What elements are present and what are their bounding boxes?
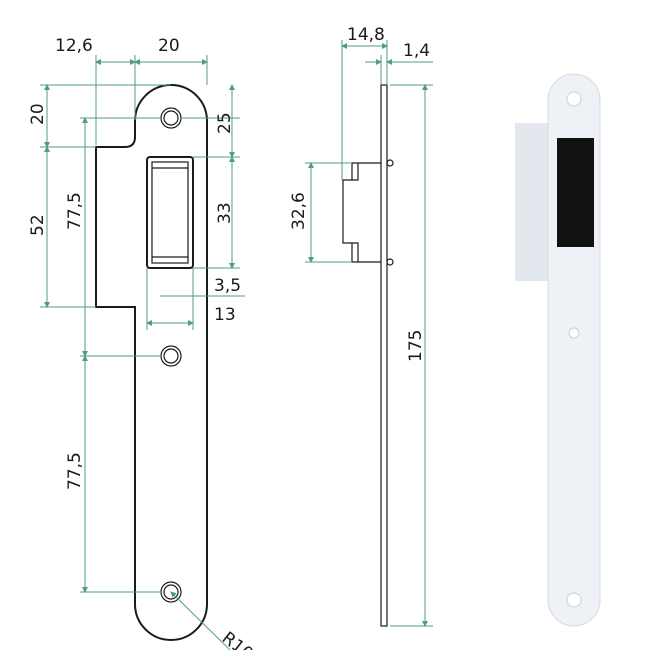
dim-hole-spacing-lower: 77,5: [65, 452, 85, 490]
dim-notch-height: 52: [28, 214, 48, 236]
dim-hole-to-window: 25: [215, 112, 235, 134]
dim-hole-spacing-upper: 77,5: [65, 192, 85, 230]
dim-window-width: 13: [214, 305, 236, 325]
photo-hole-top: [566, 91, 582, 107]
photo-latch-window: [557, 138, 594, 247]
dim-radius: R10: [218, 628, 257, 650]
dim-thickness: 1,4: [403, 41, 430, 61]
product-photo: [515, 73, 601, 627]
dim-box-height: 32,6: [289, 192, 309, 230]
rivet-bottom: [386, 258, 394, 266]
side-dimension-lines: [305, 40, 433, 627]
front-view: 12,6 20 20 25 52 77,5 33 3,5 13 77,5 R10: [28, 36, 257, 650]
photo-hole-bottom: [566, 592, 582, 608]
strike-plate-outline: [95, 84, 208, 641]
dim-width-right: 20: [158, 36, 180, 56]
rivet-top: [386, 159, 394, 167]
side-view: 14,8 1,4 32,6 175: [289, 25, 433, 627]
front-dimension-lines: [40, 55, 245, 650]
dim-total-length: 175: [406, 330, 426, 362]
photo-bracket: [515, 123, 551, 281]
photo-hole-middle: [568, 327, 580, 339]
side-plate: [380, 84, 388, 627]
latch-box-side: [342, 162, 381, 263]
dim-window-height: 33: [215, 202, 235, 224]
latch-window: [146, 156, 194, 269]
dim-depth: 14,8: [347, 25, 385, 45]
mounting-hole-middle: [160, 345, 182, 367]
dim-window-offset: 3,5: [214, 276, 241, 296]
dim-width-left: 12,6: [55, 36, 93, 56]
mounting-hole-top: [160, 107, 182, 129]
dim-top-offset: 20: [28, 103, 48, 125]
